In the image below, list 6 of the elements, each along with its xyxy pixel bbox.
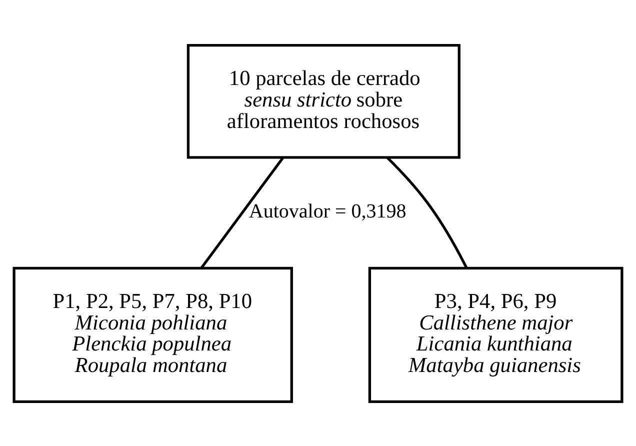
edge-label: Autovalor = 0,3198	[248, 200, 406, 222]
node-box: P3, P4, P6, P9 Callisthene major Licania kunthiana Matayba guianensis	[368, 266, 624, 402]
connector	[200, 156, 284, 268]
node-box: 10 parcelas de cerrado sensu stricto sobre afloramentos rochosos	[186, 44, 460, 158]
connector	[386, 156, 468, 268]
node-box: P1, P2, P5, P7, P8, P10 Miconia pohliana Plenckia populnea Roupala montana	[12, 266, 293, 402]
